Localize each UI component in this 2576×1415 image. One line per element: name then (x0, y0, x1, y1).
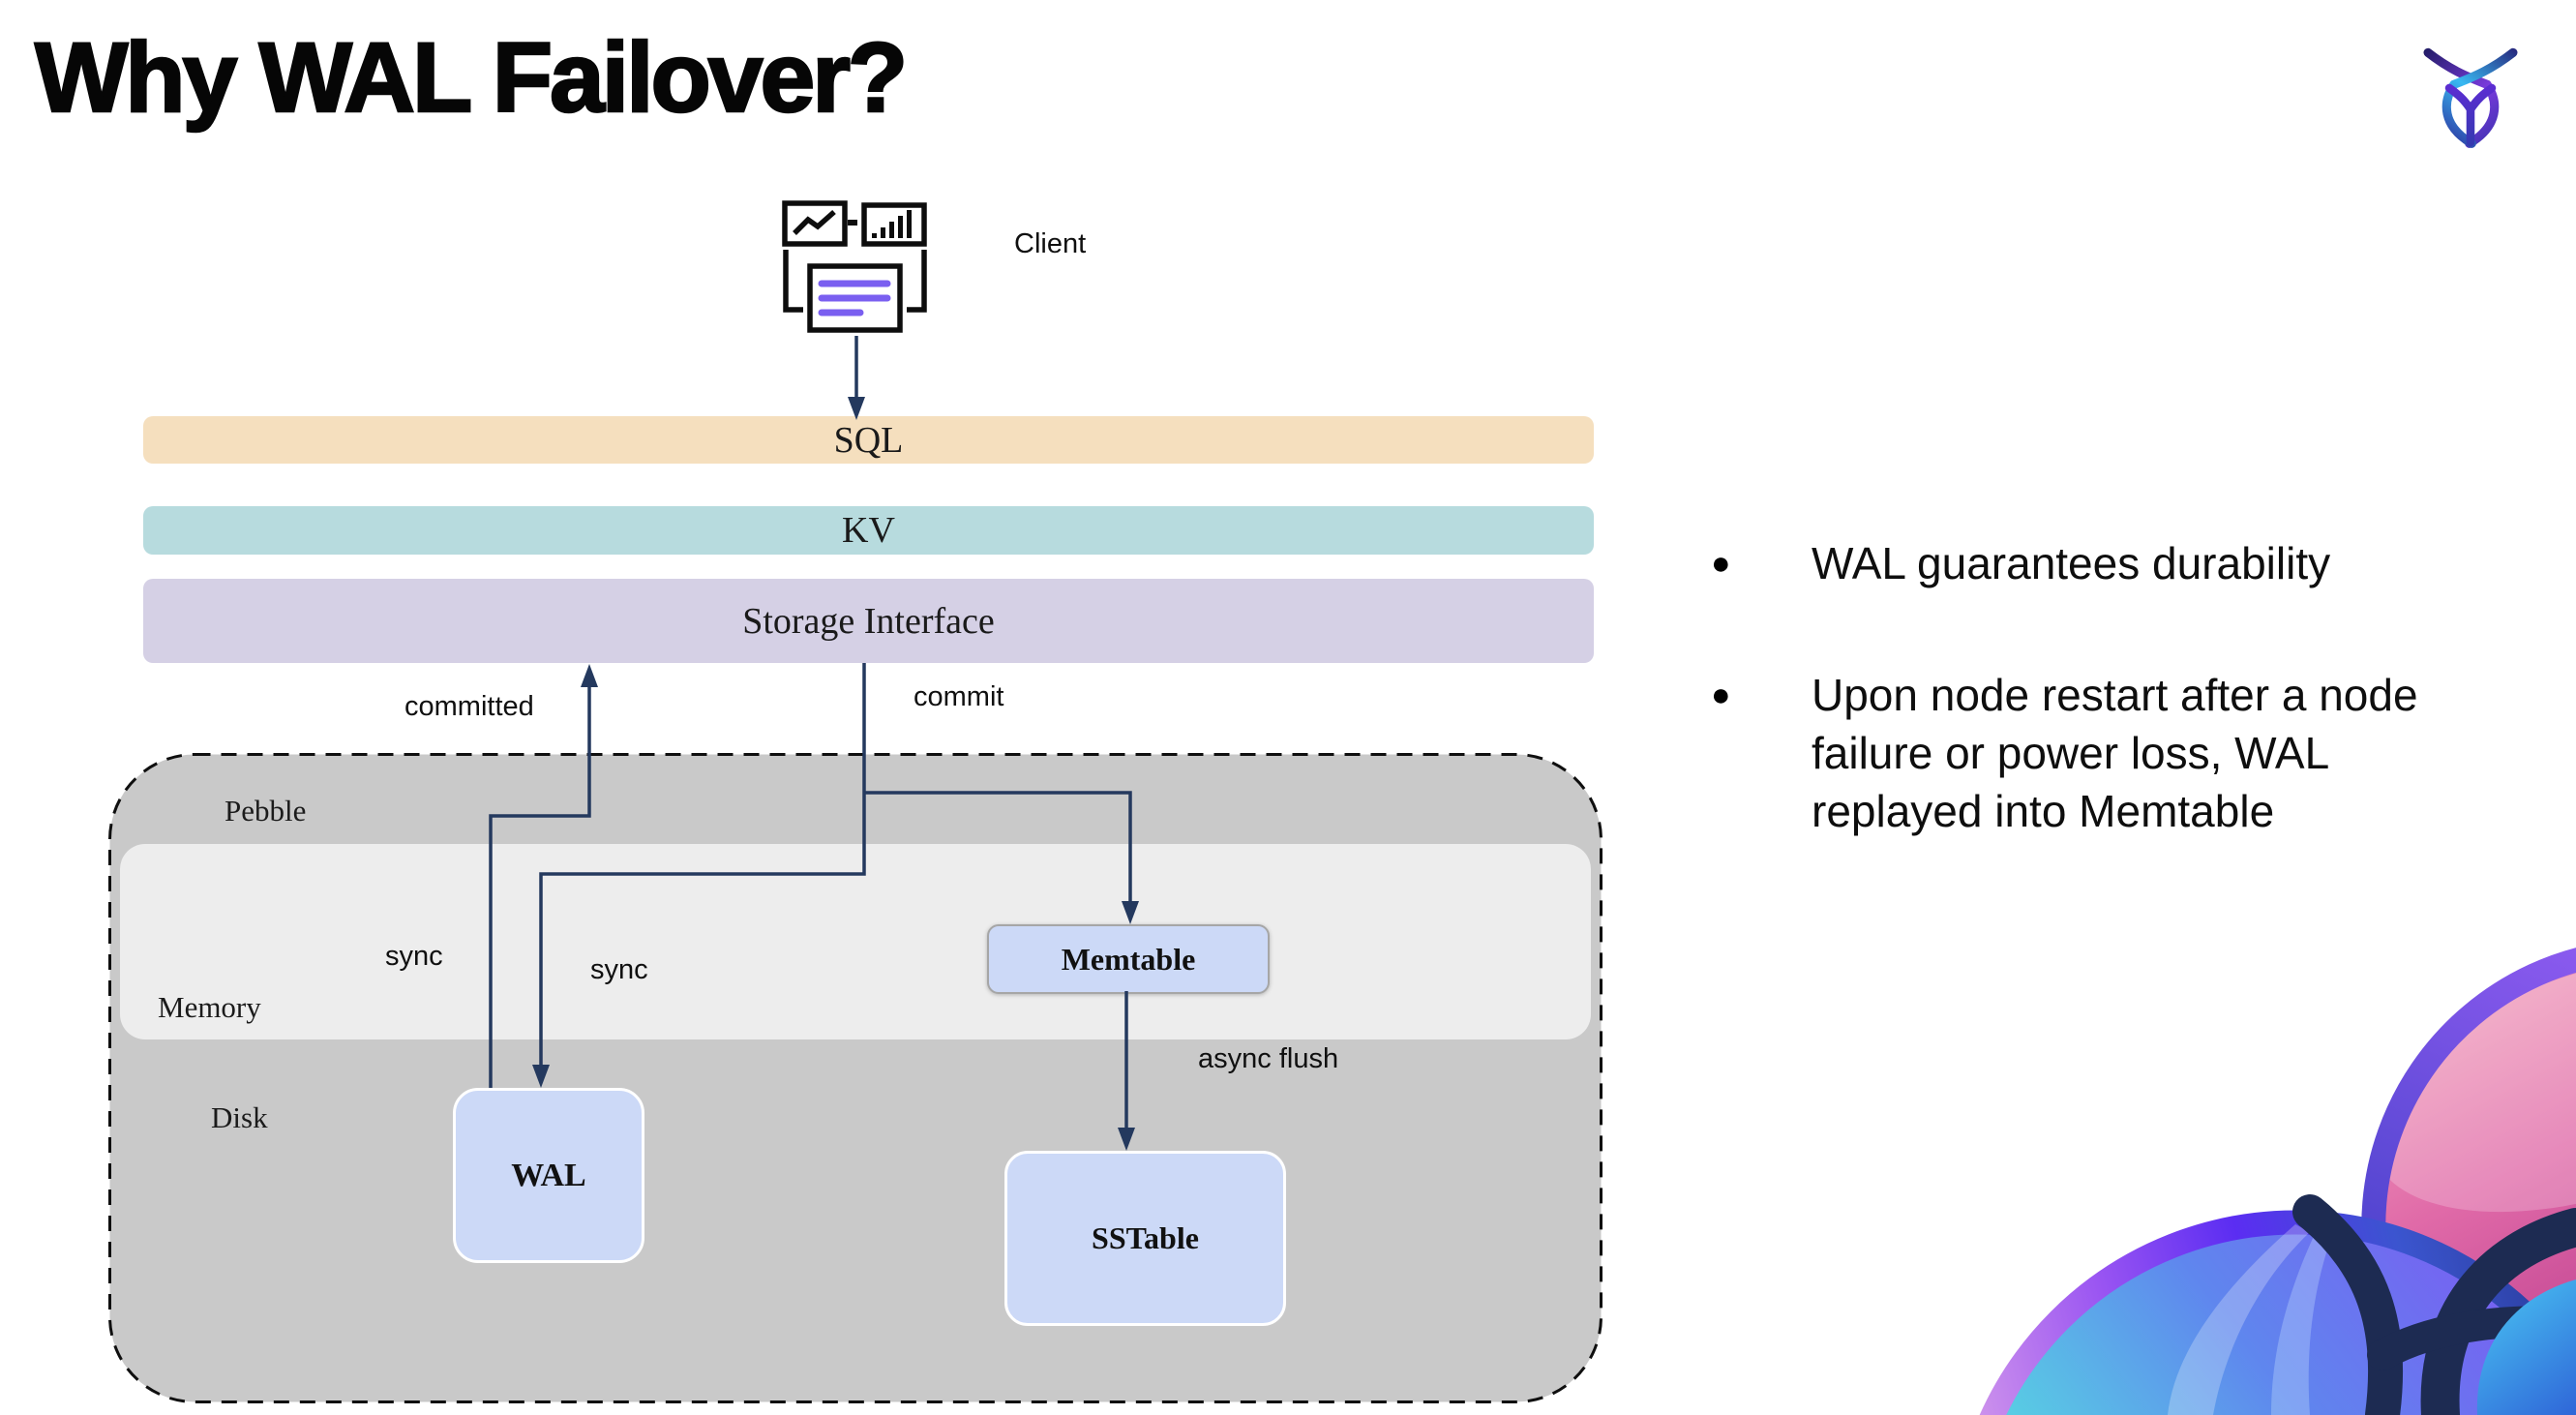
memtable-node-label: Memtable (1061, 941, 1196, 977)
sync-left-edge-label: sync (385, 941, 443, 972)
memtable-node: Memtable (987, 924, 1270, 994)
layer-bar-label: Storage Interface (742, 600, 995, 642)
brand-decoration-graphic (1979, 948, 2576, 1415)
page-title: Why WAL Failover? (34, 21, 910, 135)
bracket-right-icon (907, 250, 927, 313)
committed-edge-label: committed (404, 691, 534, 722)
line-chart-icon (782, 200, 848, 247)
sync-right-edge-label: sync (590, 954, 648, 985)
bullet-text: Upon node restart after a node failure o… (1812, 670, 2418, 836)
layer-bar-label: KV (842, 510, 895, 551)
deco-leaf (2476, 1280, 2576, 1415)
commit-to-memtable-arrow (864, 791, 1132, 902)
layer-bar-kv: KV (143, 506, 1594, 555)
layer-bar-sql: SQL (143, 416, 1594, 464)
bullet-item: ● Upon node restart after a node failure… (1711, 666, 2543, 840)
bullet-list: ● WAL guarantees durability ● Upon node … (1711, 534, 2543, 914)
bullet-dot: ● (1711, 545, 1731, 582)
commit-edge-label: commit (914, 681, 1004, 712)
layer-bar-label: SQL (833, 419, 904, 461)
wal-node-label: WAL (511, 1157, 586, 1193)
sstable-node-label: SSTable (1092, 1220, 1199, 1255)
pebble-container (108, 753, 1603, 1403)
sstable-node: SSTable (1004, 1151, 1286, 1326)
async-flush-edge-label: async flush (1198, 1043, 1339, 1074)
committed-arrow (489, 687, 591, 1088)
deco-roach-curve (2292, 1194, 2404, 1415)
deco-roach-curve (2420, 1208, 2576, 1415)
bullet-item: ● WAL guarantees durability (1711, 534, 2543, 592)
wal-node: WAL (453, 1088, 644, 1263)
bullet-dot: ● (1711, 677, 1731, 713)
bullet-text: WAL guarantees durability (1812, 538, 2331, 588)
client-app-icon (782, 200, 927, 333)
deco-petal (2168, 1224, 2310, 1415)
client-label: Client (1014, 228, 1087, 259)
memory-label: Memory (158, 990, 261, 1024)
commit-sync-arrow (539, 663, 866, 1066)
layer-bar-storage-interface: Storage Interface (143, 579, 1594, 663)
disk-label: Disk (211, 1100, 268, 1134)
bracket-left-icon (783, 250, 803, 313)
memory-band (120, 844, 1591, 1039)
deco-petal (2271, 1234, 2329, 1415)
cockroachdb-logo-icon (2423, 47, 2518, 148)
pebble-label: Pebble (225, 794, 307, 828)
